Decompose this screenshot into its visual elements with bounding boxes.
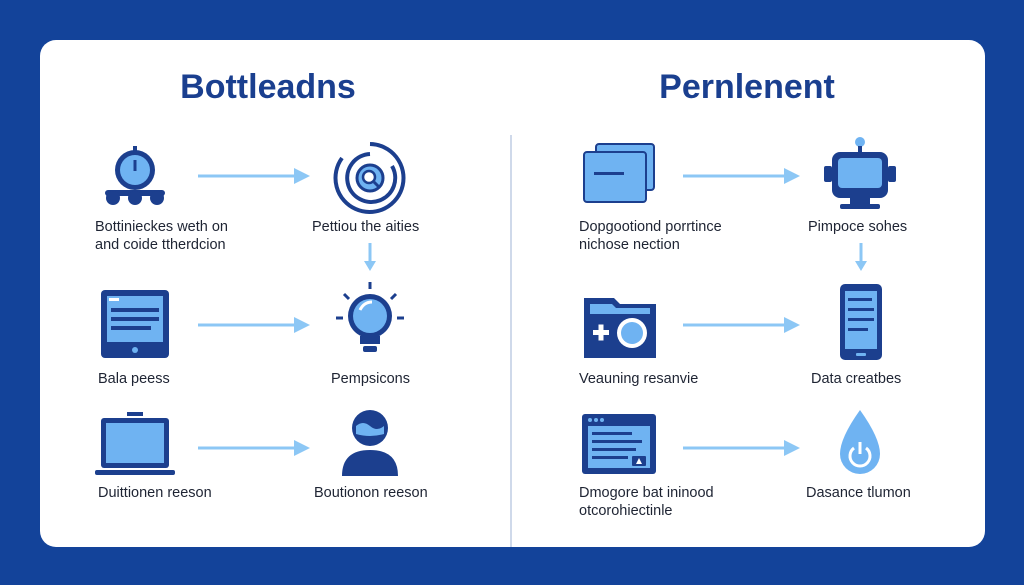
node-label: Veauning resanvie xyxy=(579,371,699,387)
browser-window-icon xyxy=(580,412,660,492)
water-drop-power-icon xyxy=(820,406,900,486)
laptop-icon xyxy=(95,408,175,488)
mobile-phone-icon xyxy=(820,282,900,362)
document-icon xyxy=(95,286,175,366)
node-label: Bala peess xyxy=(98,371,170,387)
lightbulb-icon xyxy=(330,280,410,360)
robot-icon xyxy=(820,136,900,216)
flow-arrow xyxy=(683,166,803,186)
node-label: Boutionon reeson xyxy=(314,485,428,501)
node-label: Pimpoce sohes xyxy=(808,219,908,235)
flow-arrow xyxy=(683,315,803,335)
node-label: Pempsicons xyxy=(331,371,410,387)
flow-arrow xyxy=(683,438,803,458)
right-panel-title: Pernlenent xyxy=(659,68,835,106)
node-label: Data creatbes xyxy=(811,371,902,387)
user-icon xyxy=(330,404,410,484)
flow-arrow xyxy=(198,315,313,335)
flow-arrow xyxy=(198,438,313,458)
node-label: Duittionen reeson xyxy=(98,485,212,501)
first-aid-folder-icon xyxy=(580,288,660,368)
node-label: Dasance tlumon xyxy=(806,485,911,501)
search-target-icon xyxy=(330,138,410,218)
flow-arrow-down xyxy=(851,243,871,273)
node-label: Bottinieckes weth on and coide ttherdcio… xyxy=(95,219,228,253)
gauge-node-icon xyxy=(95,140,175,220)
folders-icon xyxy=(580,138,660,218)
node-label: Dopgootiond porrtince nichose nection xyxy=(579,219,722,253)
diagram-card: Bottleadns Pernlenent Bottinieckes weth … xyxy=(40,40,985,547)
node-label: Pettiou the aities xyxy=(312,219,420,235)
left-panel-title: Bottleadns xyxy=(180,68,356,106)
flow-arrow xyxy=(198,166,313,186)
flow-arrow-down xyxy=(360,243,380,273)
panel-divider xyxy=(510,135,512,547)
node-label: Dmogore bat ininood otcorohiectinle xyxy=(579,485,714,519)
